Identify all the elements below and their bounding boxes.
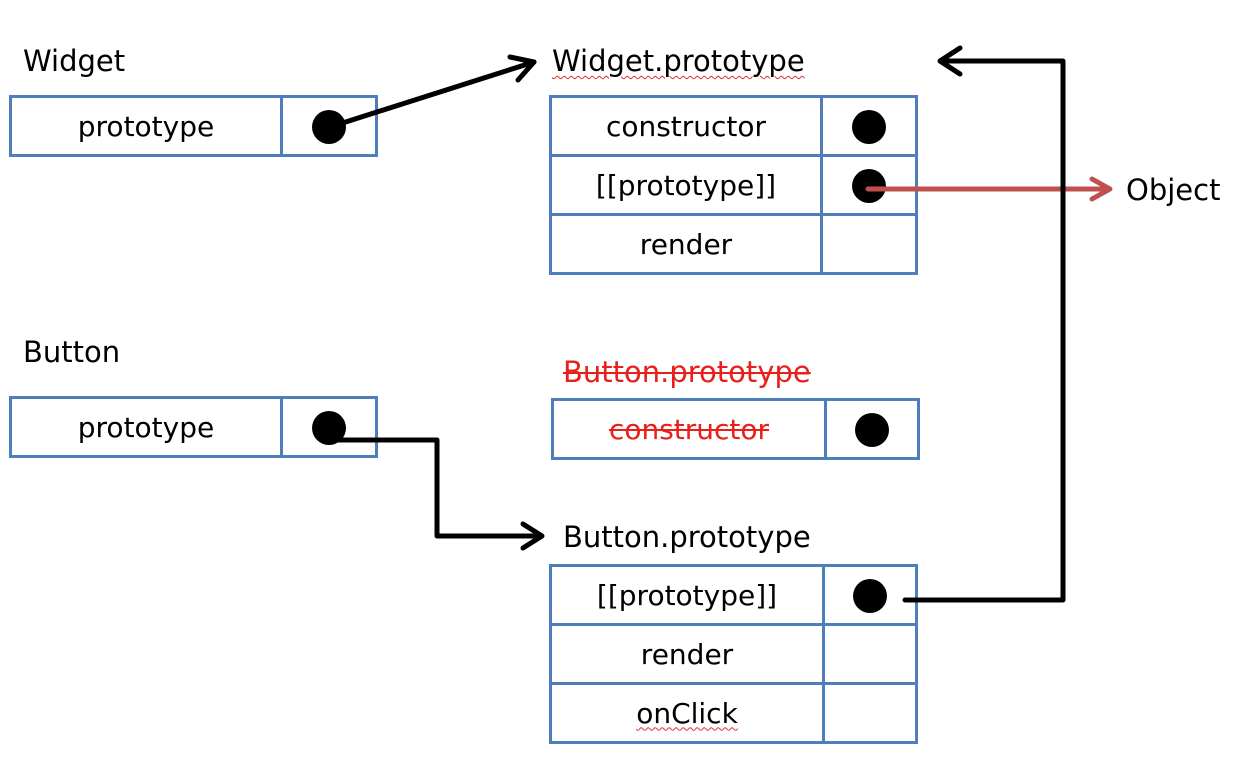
old-button-prototype-title: Button.prototype: [563, 355, 811, 389]
pointer-dot-icon: [852, 109, 886, 144]
arrow-widget-to-prototype: [327, 59, 537, 130]
arrowhead-button-to-new-prototype: [520, 521, 545, 551]
arrow-new-proto-to-widget-prototype: [902, 58, 1066, 603]
pointer-dot-icon: [852, 168, 886, 203]
old-button-prototype-constructor-pointer: [824, 398, 920, 460]
widget-prototype-box: constructor [[prototype]] render: [549, 95, 918, 275]
new-button-prototype-proto-row: [[prototype]]: [549, 564, 918, 626]
arrowhead-proto-to-object: [1089, 176, 1113, 202]
new-button-prototype-onclick-row: onClick: [549, 682, 918, 744]
widget-prototype-proto-row: [[prototype]]: [549, 154, 918, 216]
new-button-prototype-proto-pointer: [822, 564, 918, 626]
widget-title: Widget: [23, 44, 126, 78]
widget-prototype-row: prototype: [9, 95, 378, 157]
widget-prototype-render-empty: [820, 213, 918, 275]
widget-prototype-label: prototype: [9, 95, 283, 157]
arrowhead-widget-to-prototype: [507, 54, 537, 83]
new-button-prototype-render-row: render: [549, 623, 918, 685]
pointer-dot-icon: [855, 412, 889, 447]
button-title: Button: [23, 335, 121, 369]
widget-prototype-constructor-pointer: [820, 95, 918, 157]
button-prototype-pointer: [280, 396, 378, 458]
new-button-prototype-onclick-empty: [822, 682, 918, 744]
new-button-prototype-render-label: render: [549, 623, 825, 685]
button-prototype-label: prototype: [9, 396, 283, 458]
new-button-prototype-proto-label: [[prototype]]: [549, 564, 825, 626]
new-button-prototype-onclick-label: onClick: [549, 682, 825, 744]
pointer-dot-icon: [853, 578, 887, 613]
old-button-prototype-constructor-label: constructor: [551, 398, 827, 460]
widget-prototype-constructor-row: constructor: [549, 95, 918, 157]
widget-prototype-constructor-label: constructor: [549, 95, 823, 157]
arrow-button-to-new-prototype: [327, 437, 543, 539]
object-label: Object: [1126, 173, 1221, 207]
widget-prototype-proto-pointer: [820, 154, 918, 216]
arrowhead-new-proto-to-widget-prototype: [937, 45, 963, 77]
widget-prototype-proto-label: [[prototype]]: [549, 154, 823, 216]
widget-box: prototype: [9, 95, 378, 157]
widget-prototype-title: Widget.prototype: [552, 44, 805, 78]
button-box: prototype: [9, 396, 378, 458]
new-button-prototype-title: Button.prototype: [563, 520, 811, 554]
button-prototype-row: prototype: [9, 396, 378, 458]
widget-prototype-render-row: render: [549, 213, 918, 275]
old-button-prototype-constructor-row: constructor: [551, 398, 920, 460]
new-button-prototype-box: [[prototype]] render onClick: [549, 564, 918, 744]
widget-prototype-render-label: render: [549, 213, 823, 275]
new-button-prototype-render-empty: [822, 623, 918, 685]
old-button-prototype-box: constructor: [551, 398, 920, 460]
